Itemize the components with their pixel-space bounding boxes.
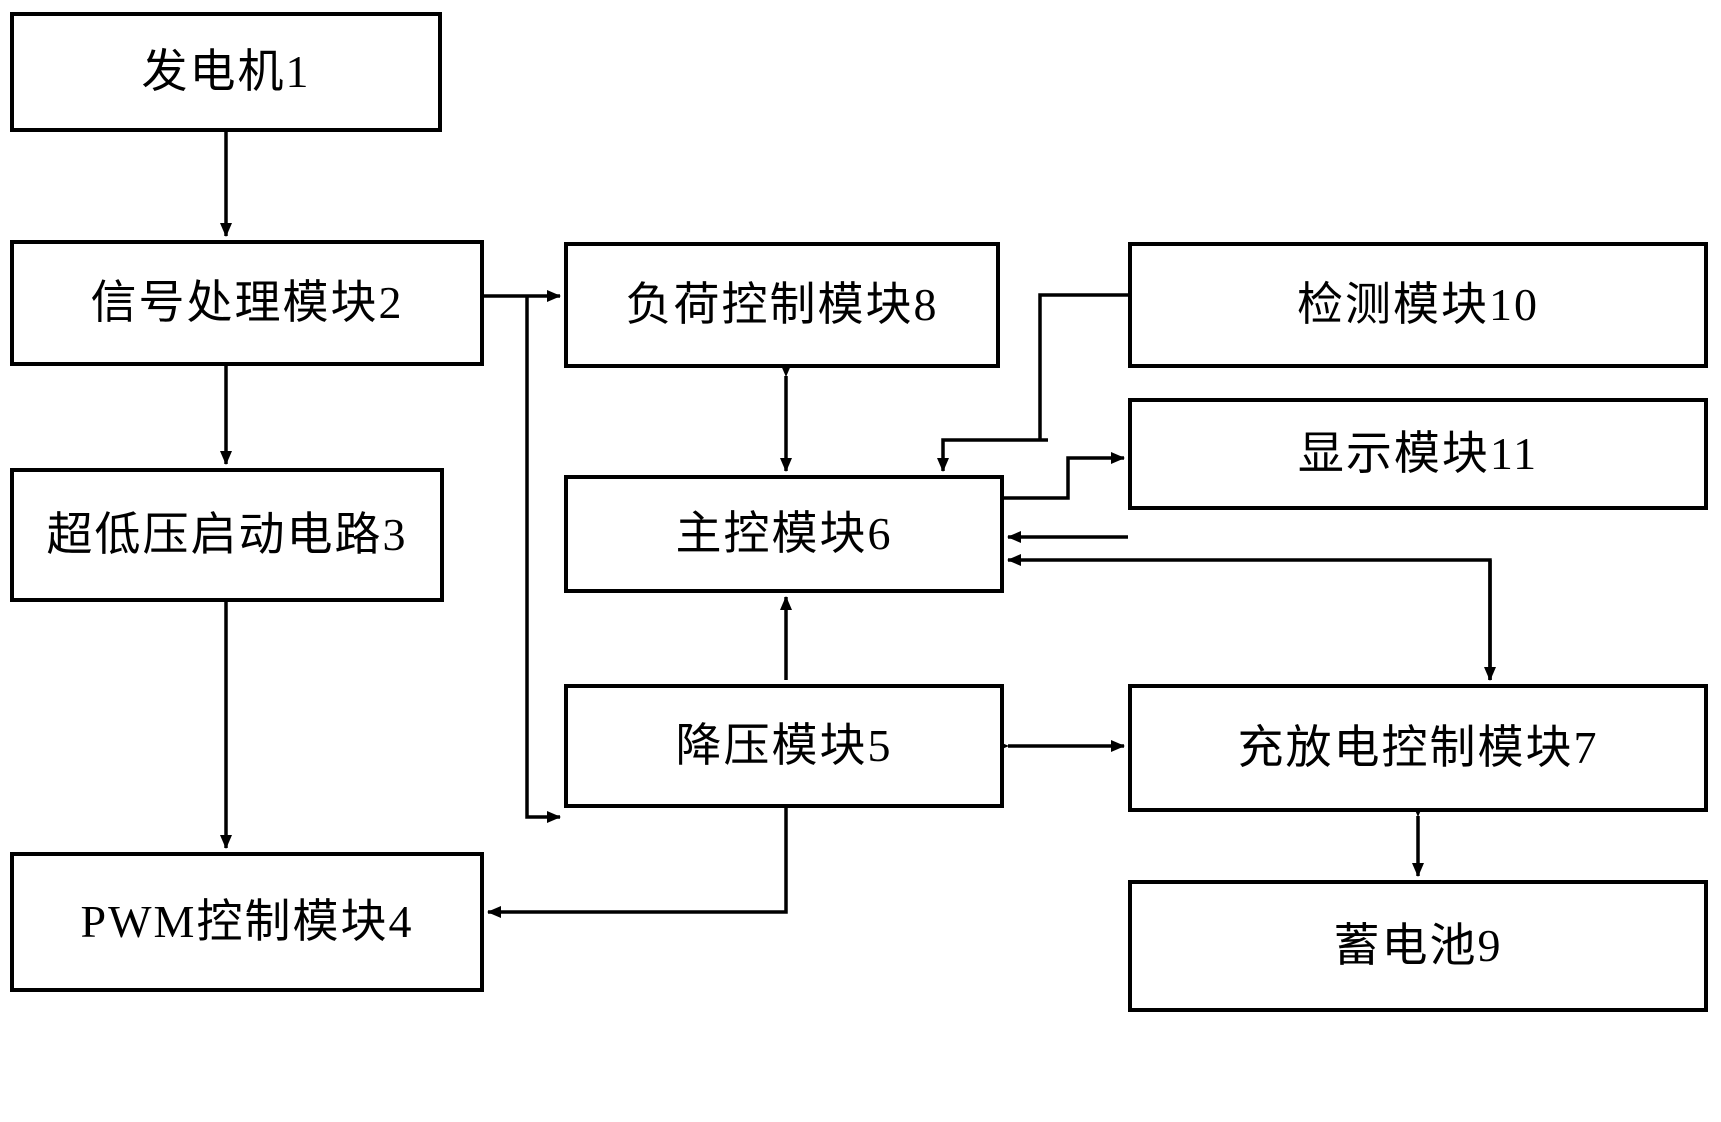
node-ultra-low-voltage-startup-circuit[interactable]: 超低压启动电路3 <box>10 468 444 602</box>
wire-signal-processing-to-buck <box>525 296 561 823</box>
node-ultra-low-voltage-startup-circuit-label: 超低压启动电路3 <box>46 508 408 560</box>
node-buck-module[interactable]: 降压模块5 <box>564 684 1004 808</box>
node-signal-processing-module-label: 信号处理模块2 <box>90 276 404 328</box>
node-display-module-label: 显示模块11 <box>1297 427 1539 479</box>
node-pwm-control-module-label: PWM控制模块4 <box>80 895 414 947</box>
wire-buck-to-pwm <box>487 808 788 918</box>
node-main-control-module-label: 主控模块6 <box>675 507 893 559</box>
node-generator[interactable]: 发电机1 <box>10 12 442 132</box>
node-charge-discharge-control-module-label: 充放电控制模块7 <box>1237 721 1599 773</box>
node-detection-module-label: 检测模块10 <box>1297 278 1539 330</box>
node-charge-discharge-control-module[interactable]: 充放电控制模块7 <box>1128 684 1708 812</box>
wire-charge-discharge-to-main-control <box>1007 554 1492 680</box>
node-generator-label: 发电机1 <box>141 45 311 97</box>
node-load-control-module[interactable]: 负荷控制模块8 <box>564 242 1000 368</box>
node-load-control-module-label: 负荷控制模块8 <box>625 278 939 330</box>
node-main-control-module[interactable]: 主控模块6 <box>564 475 1004 593</box>
node-detection-module[interactable]: 检测模块10 <box>1128 242 1708 368</box>
node-signal-processing-module[interactable]: 信号处理模块2 <box>10 240 484 366</box>
node-buck-module-label: 降压模块5 <box>675 719 893 771</box>
node-pwm-control-module[interactable]: PWM控制模块4 <box>10 852 484 992</box>
node-battery-label: 蓄电池9 <box>1333 919 1503 971</box>
wire-main-control-to-display <box>1004 452 1125 500</box>
node-battery[interactable]: 蓄电池9 <box>1128 880 1708 1012</box>
node-display-module[interactable]: 显示模块11 <box>1128 398 1708 510</box>
